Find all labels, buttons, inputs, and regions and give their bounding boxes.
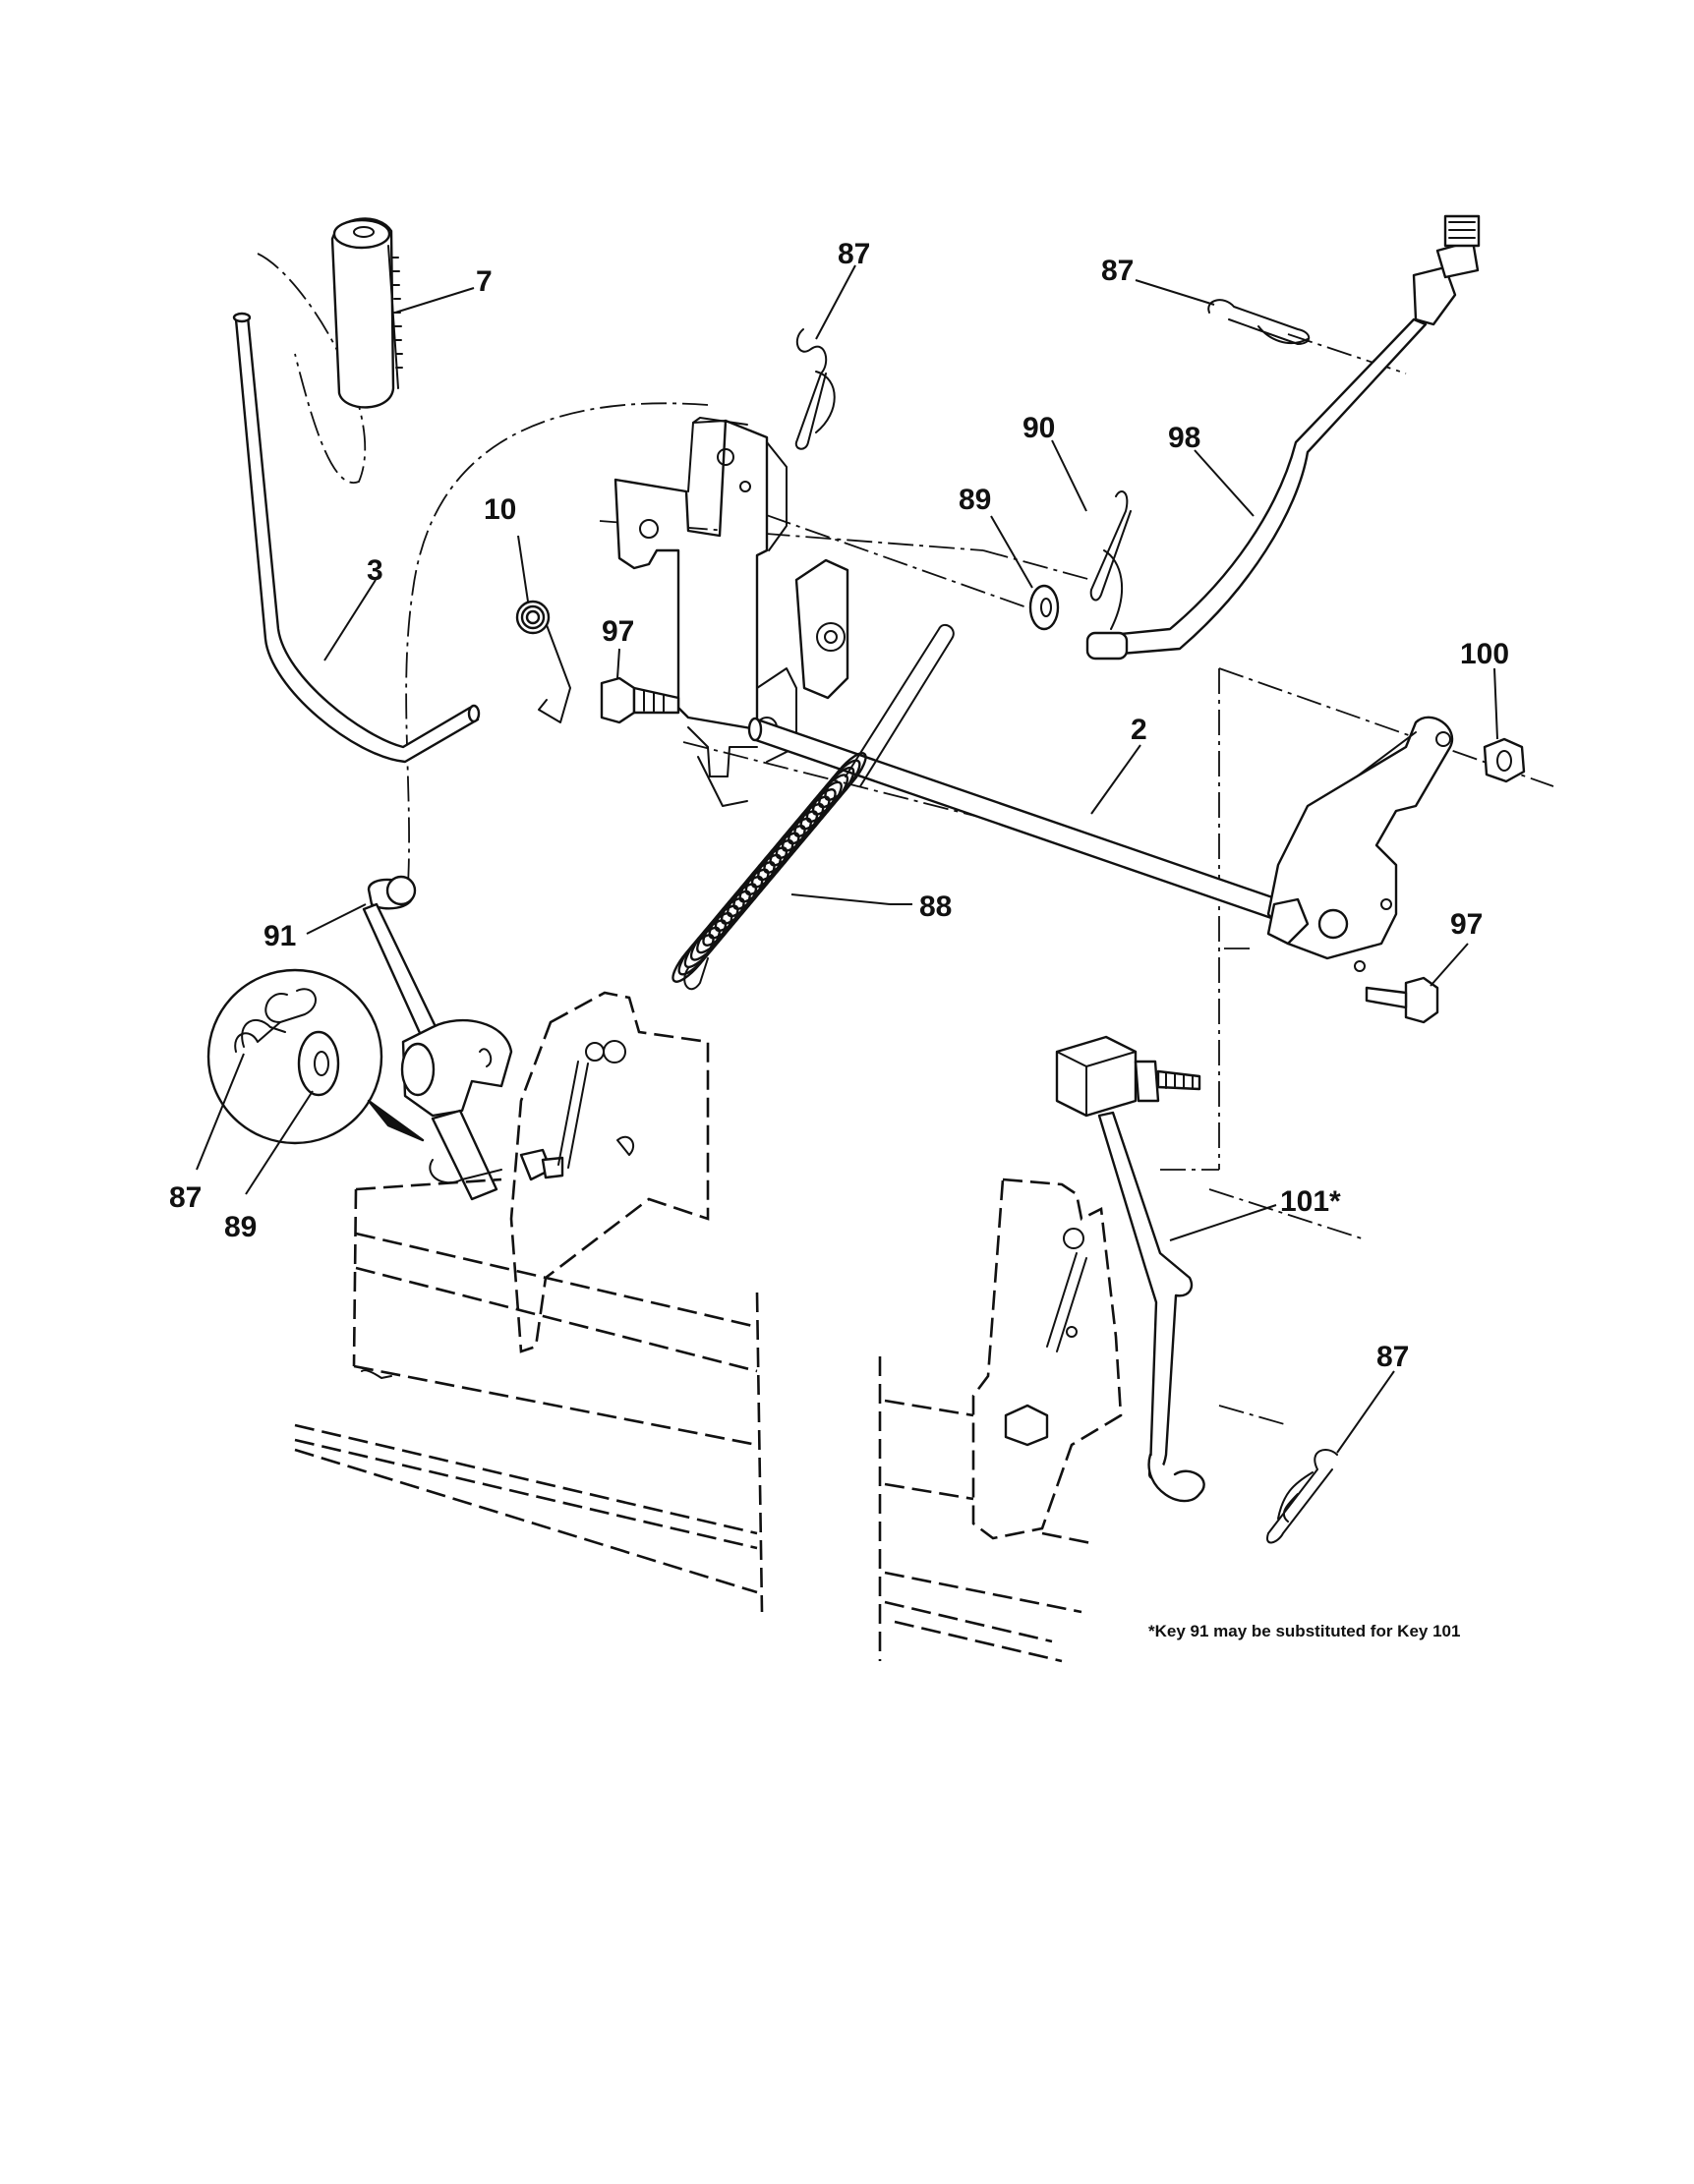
callout-89: 89 — [959, 484, 991, 516]
callout-90: 90 — [1022, 412, 1055, 444]
right-deck-mounting-plate — [971, 1178, 1123, 1540]
left-deck-mounting-plate — [509, 991, 710, 1353]
main-mounting-bracket — [613, 417, 788, 807]
right-bellcrank-plate — [1266, 716, 1454, 972]
left-lift-arm-assembly — [400, 1019, 564, 1201]
left-deck-outline — [294, 1178, 764, 1613]
hairpin-part-90 — [1089, 490, 1132, 630]
nut-part-100 — [1483, 737, 1526, 783]
extension-spring-part-88 — [672, 623, 955, 991]
callout-98: 98 — [1168, 422, 1200, 454]
left-lift-link-part-91 — [362, 875, 442, 1046]
torsion-spring-part-10 — [515, 600, 571, 723]
washer-part-89 — [1028, 584, 1060, 631]
callout-89-detail: 89 — [224, 1211, 257, 1243]
callout-7: 7 — [476, 265, 493, 298]
callout-88: 88 — [919, 891, 952, 923]
callout-87-bottom: 87 — [1376, 1341, 1409, 1373]
callout-101: 101* — [1280, 1185, 1341, 1218]
hairpin-clip-part-87-bottom — [1266, 1449, 1338, 1544]
spring-coil — [824, 752, 867, 801]
cross-shaft-part-2 — [747, 717, 1280, 921]
callout-87-top: 87 — [838, 238, 870, 270]
hairpin-clip-part-87-right — [1207, 299, 1311, 345]
grip-part-7 — [330, 217, 403, 409]
callout-97-right: 97 — [1450, 908, 1483, 941]
detail-view-circle — [206, 968, 425, 1145]
right-lift-link-part-101 — [1055, 1035, 1205, 1503]
callout-91: 91 — [263, 920, 296, 952]
bolt-part-97-left — [600, 676, 680, 724]
bolt-part-97-right — [1365, 976, 1439, 1024]
callout-100: 100 — [1460, 638, 1509, 670]
hairpin-clip-part-87-top — [794, 328, 836, 450]
callout-2: 2 — [1131, 714, 1147, 746]
link-rod-part-98 — [1085, 214, 1481, 661]
leader-lines — [196, 264, 1498, 1454]
callout-97-left: 97 — [602, 615, 634, 648]
substitution-footnote: *Key 91 may be substituted for Key 101 — [1148, 1622, 1460, 1640]
callout-labels: 7 87 87 90 98 89 10 3 97 100 2 88 91 97 … — [169, 238, 1509, 1373]
callout-3: 3 — [367, 554, 383, 587]
right-deck-outline — [878, 1356, 1092, 1663]
lift-handle-rod-part-3 — [232, 312, 481, 764]
callout-87-right: 87 — [1101, 255, 1134, 287]
callout-10: 10 — [484, 493, 516, 526]
callout-87-detail: 87 — [169, 1181, 202, 1214]
